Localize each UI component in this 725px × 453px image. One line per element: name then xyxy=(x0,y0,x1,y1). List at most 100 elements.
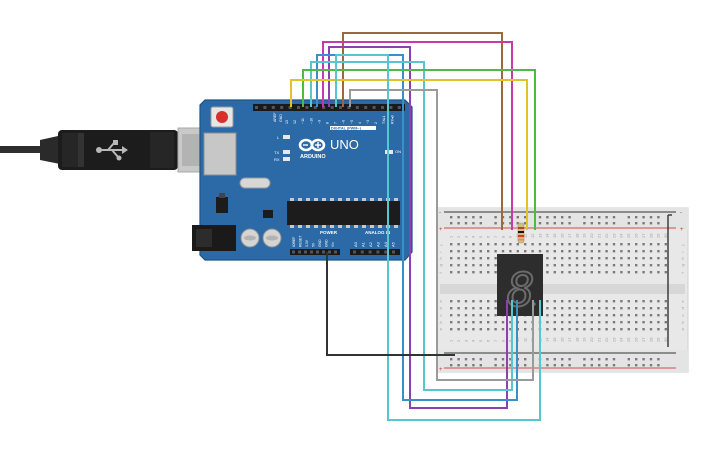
tx-led xyxy=(283,150,290,154)
arduino-infinity-logo-icon xyxy=(298,138,326,152)
digital-pin-label: ~6 xyxy=(342,120,346,124)
wire-cyan-right[interactable] xyxy=(335,54,541,421)
column-label: 23 xyxy=(611,233,616,238)
row-label: b xyxy=(438,321,443,324)
resistor[interactable] xyxy=(517,222,525,244)
column-label: 22 xyxy=(604,337,609,342)
column-label: 28 xyxy=(648,233,653,238)
digital-pin-label: ~9 xyxy=(317,120,321,124)
column-label: 16 xyxy=(560,233,565,238)
column-label: 27 xyxy=(641,337,646,342)
column-label: 16 xyxy=(560,337,565,342)
column-label: 13 xyxy=(537,233,542,238)
row-label: d xyxy=(680,307,685,309)
l-led xyxy=(283,135,290,139)
power-pin-label: RESET xyxy=(299,236,303,247)
wire-yellow[interactable] xyxy=(290,79,528,230)
power-pin-label: 5V xyxy=(312,242,316,247)
power-pin-label: Vin xyxy=(331,242,335,247)
breadboard-column-labels: 1122334455667788991010111112121313141415… xyxy=(449,233,669,342)
rail-plus-top-right: + xyxy=(680,227,684,233)
digital-header[interactable] xyxy=(253,104,405,111)
column-label: 22 xyxy=(604,233,609,238)
digital-pin-label: ~5 xyxy=(350,120,354,124)
column-label: 8 xyxy=(500,235,505,238)
analog-in-label: ANALOG IN xyxy=(365,230,390,235)
column-label: 24 xyxy=(619,337,624,342)
power-pin-label: GND xyxy=(325,239,329,247)
usb-plug-icon xyxy=(96,140,128,161)
row-label: j xyxy=(438,245,443,247)
digital-pin-label: ~10 xyxy=(309,118,313,124)
row-label: c xyxy=(680,315,685,317)
wires xyxy=(290,32,541,421)
column-label: 3 xyxy=(463,339,468,342)
reset-button-icon[interactable] xyxy=(210,106,234,128)
wire-gray[interactable] xyxy=(349,89,534,381)
wire-blue[interactable] xyxy=(316,54,518,401)
wire-green[interactable] xyxy=(302,69,536,230)
column-label: 17 xyxy=(567,233,572,238)
row-label: a xyxy=(680,328,685,331)
column-label: 7 xyxy=(493,339,498,342)
analog-pin-label: A0 xyxy=(353,241,358,247)
column-label: 11 xyxy=(523,233,528,238)
row-label: a xyxy=(438,328,443,331)
column-label: 28 xyxy=(648,337,653,342)
column-label: 27 xyxy=(641,233,646,238)
digital-pin-label: 12 xyxy=(293,120,297,124)
column-label: 6 xyxy=(486,235,491,238)
wire-black[interactable] xyxy=(326,252,455,356)
column-label: 29 xyxy=(656,233,661,238)
row-label: i xyxy=(680,252,685,253)
digital-pin-label: 2 xyxy=(374,122,378,124)
column-label: 7 xyxy=(493,235,498,238)
seven-segment-display[interactable]: 8 xyxy=(497,254,543,318)
row-label: e xyxy=(680,300,685,303)
analog-pin-label: A4 xyxy=(383,241,388,247)
rail-plus-bottom: + xyxy=(439,367,443,373)
column-label: 2 xyxy=(456,339,461,342)
row-label: b xyxy=(680,321,685,324)
rx-led xyxy=(283,157,290,161)
column-label: 3 xyxy=(463,235,468,238)
column-label: 25 xyxy=(626,233,631,238)
column-label: 21 xyxy=(597,233,602,238)
digital-pin-label: 13 xyxy=(285,120,289,124)
display-digit: 8 xyxy=(507,263,535,317)
column-label: 18 xyxy=(574,233,579,238)
aref-label: AREF xyxy=(273,112,277,122)
column-label: 15 xyxy=(552,233,557,238)
row-label: g xyxy=(438,264,443,266)
row-label: f xyxy=(680,272,685,274)
row-label: g xyxy=(680,264,685,266)
digital-pin-label: 8 xyxy=(326,122,330,124)
column-label: 20 xyxy=(589,337,594,342)
column-label: 9 xyxy=(508,235,513,238)
uno-label: UNO xyxy=(330,137,359,152)
column-label: 14 xyxy=(545,337,550,342)
column-label: 20 xyxy=(589,233,594,238)
row-label: c xyxy=(438,315,443,317)
wire-magenta[interactable] xyxy=(322,41,513,230)
column-label: 30 xyxy=(663,233,668,238)
rx-label: RX xyxy=(274,157,280,162)
column-label: 21 xyxy=(597,337,602,342)
column-label: 23 xyxy=(611,337,616,342)
column-label: 24 xyxy=(619,233,624,238)
column-label: 19 xyxy=(582,233,587,238)
digital-pin-label: 7 xyxy=(334,122,338,124)
analog-header[interactable] xyxy=(350,249,400,255)
tx-label: TX xyxy=(274,150,279,155)
column-label: 18 xyxy=(574,337,579,342)
row-label: i xyxy=(438,252,443,253)
row-label: j xyxy=(680,245,685,247)
column-label: 26 xyxy=(634,233,639,238)
power-header[interactable] xyxy=(290,249,340,255)
column-label: 4 xyxy=(471,339,476,342)
